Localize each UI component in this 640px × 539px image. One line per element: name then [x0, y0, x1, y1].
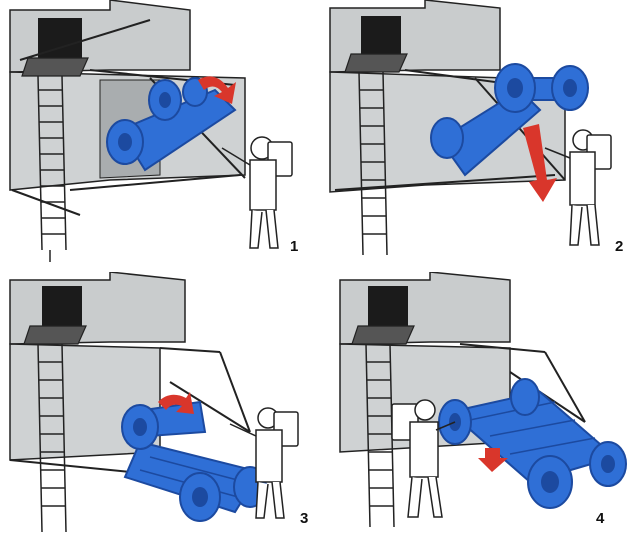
panel-step-4: 4	[330, 272, 640, 539]
step-number: 1	[290, 238, 299, 255]
deployment-struts	[9, 347, 251, 473]
ladder	[37, 343, 67, 533]
panel-4-illustration	[339, 272, 627, 528]
astronaut	[544, 129, 612, 246]
rover-partly-unfolded	[430, 63, 589, 177]
hatch	[42, 286, 82, 326]
porch	[344, 53, 408, 73]
ladder	[37, 75, 67, 251]
arrow-red-icon	[523, 124, 557, 202]
panel-1-illustration	[9, 0, 293, 262]
panel-3-illustration	[9, 272, 299, 533]
astronaut	[391, 399, 456, 518]
hatch	[368, 286, 408, 326]
panel-step-1: 1	[0, 0, 320, 268]
arrow-red-icon	[198, 76, 236, 104]
arrow-red-icon	[478, 448, 508, 472]
astronaut	[229, 407, 299, 519]
panel-step-2: 2	[325, 0, 640, 268]
panel-2-illustration	[329, 0, 612, 256]
porch	[351, 325, 415, 345]
rover-deployed	[438, 378, 627, 509]
ladder	[365, 343, 395, 528]
porch	[23, 325, 87, 345]
ladder	[358, 71, 388, 256]
panel-step-3: 3	[0, 272, 325, 539]
step-number: 2	[615, 238, 624, 255]
step-number: 3	[300, 510, 309, 527]
astronaut	[221, 136, 293, 249]
porch	[21, 57, 89, 77]
rover-folded	[106, 77, 237, 172]
step-number: 4	[596, 510, 605, 527]
hatch	[361, 16, 401, 54]
arrow-red-icon	[158, 392, 194, 414]
